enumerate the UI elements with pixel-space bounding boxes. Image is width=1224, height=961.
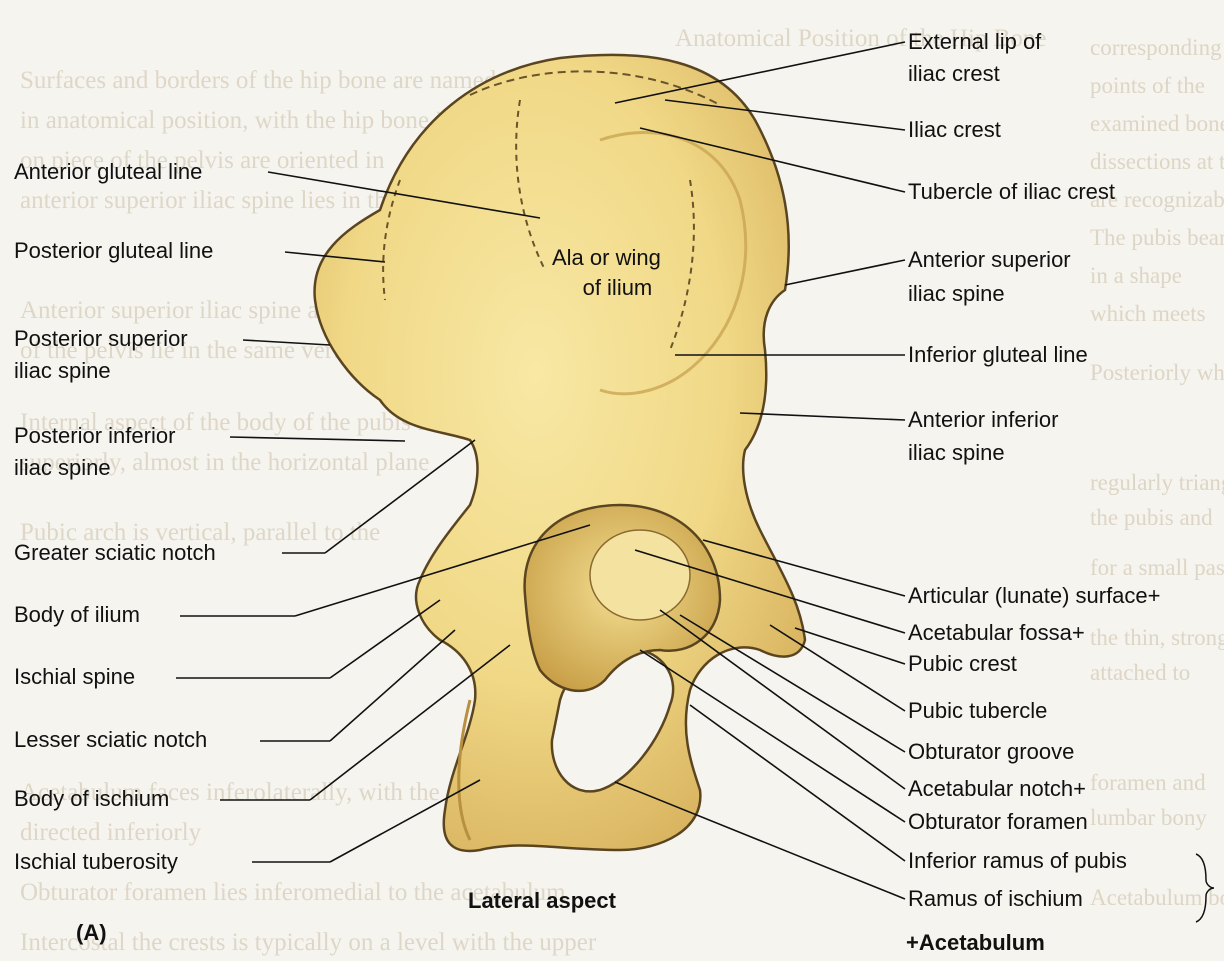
ala-wing-label-line1: Ala or wing (552, 243, 661, 273)
leader-posterior-gluteal-line (285, 252, 385, 262)
label-posterior-inferior-iliac-spine-1: Posterior inferior (14, 419, 175, 453)
leader-iliac-crest (665, 100, 905, 130)
leader-tubercle-of-iliac-crest (640, 128, 905, 192)
label-external-lip-2: iliac crest (908, 57, 1000, 91)
label-lesser-sciatic-notch: Lesser sciatic notch (14, 723, 207, 757)
label-anterior-superior-iliac-spine-1: Anterior superior (908, 243, 1071, 277)
leader-body-of-ilium-b (295, 525, 590, 616)
label-obturator-foramen: Obturator foramen (908, 805, 1088, 839)
label-greater-sciatic-notch: Greater sciatic notch (14, 536, 216, 570)
label-pubic-crest: Pubic crest (908, 647, 1017, 681)
leader-ischial-tuberosity-b (330, 780, 480, 862)
leader-ischial-spine-b (330, 600, 440, 678)
label-body-of-ilium: Body of ilium (14, 598, 140, 632)
label-ramus-of-ischium: Ramus of ischium (908, 882, 1083, 916)
leader-articular-surface (703, 540, 905, 596)
leader-external-lip (615, 42, 905, 103)
acetabulum-brace (1196, 854, 1214, 922)
leader-ramus-of-ischium (615, 782, 905, 899)
label-inferior-gluteal-line: Inferior gluteal line (908, 338, 1088, 372)
label-posterior-superior-iliac-spine-2: iliac spine (14, 354, 111, 388)
label-obturator-groove: Obturator groove (908, 735, 1074, 769)
label-iliac-crest: Iliac crest (908, 113, 1001, 147)
label-anterior-gluteal-line: Anterior gluteal line (14, 155, 202, 189)
ala-wing-label: Ala or wing of ilium (552, 243, 661, 303)
leader-anterior-superior-iliac-spine (785, 260, 905, 285)
label-pubic-tubercle: Pubic tubercle (908, 694, 1047, 728)
leader-posterior-superior-iliac-spine (243, 340, 330, 345)
panel-label: (A) (76, 916, 107, 950)
label-anterior-inferior-iliac-spine-2: iliac spine (908, 436, 1005, 470)
acetabulum-footnote: +Acetabulum (906, 926, 1045, 960)
view-label: Lateral aspect (468, 884, 616, 918)
label-body-of-ischium: Body of ischium (14, 782, 169, 816)
leader-pubic-tubercle (770, 625, 905, 711)
label-anterior-superior-iliac-spine-2: iliac spine (908, 277, 1005, 311)
label-anterior-inferior-iliac-spine-1: Anterior inferior (908, 403, 1058, 437)
label-posterior-gluteal-line: Posterior gluteal line (14, 234, 213, 268)
label-posterior-superior-iliac-spine-1: Posterior superior (14, 322, 188, 356)
label-posterior-inferior-iliac-spine-2: iliac spine (14, 451, 111, 485)
leader-acetabular-notch (660, 610, 905, 789)
label-acetabular-fossa: Acetabular fossa+ (908, 616, 1085, 650)
ala-wing-label-line2: of ilium (552, 273, 661, 303)
label-inferior-ramus-of-pubis: Inferior ramus of pubis (908, 844, 1127, 878)
label-acetabular-notch: Acetabular notch+ (908, 772, 1086, 806)
leader-anterior-inferior-iliac-spine (740, 413, 905, 420)
label-articular-surface: Articular (lunate) surface+ (908, 579, 1161, 613)
leader-greater-sciatic-notch-b (325, 440, 475, 553)
leader-body-of-ischium-b (310, 645, 510, 800)
leader-obturator-foramen (640, 650, 905, 822)
leader-posterior-inferior-iliac-spine (230, 437, 405, 441)
leader-obturator-groove (680, 615, 905, 752)
leader-inferior-ramus-of-pubis (690, 705, 905, 861)
label-tubercle-of-iliac-crest: Tubercle of iliac crest (908, 175, 1115, 209)
leader-anterior-gluteal-line (268, 172, 540, 218)
leader-lesser-sciatic-notch-b (330, 630, 455, 741)
label-ischial-tuberosity: Ischial tuberosity (14, 845, 178, 879)
label-external-lip-1: External lip of (908, 25, 1041, 59)
leader-pubic-crest (795, 628, 905, 664)
label-ischial-spine: Ischial spine (14, 660, 135, 694)
